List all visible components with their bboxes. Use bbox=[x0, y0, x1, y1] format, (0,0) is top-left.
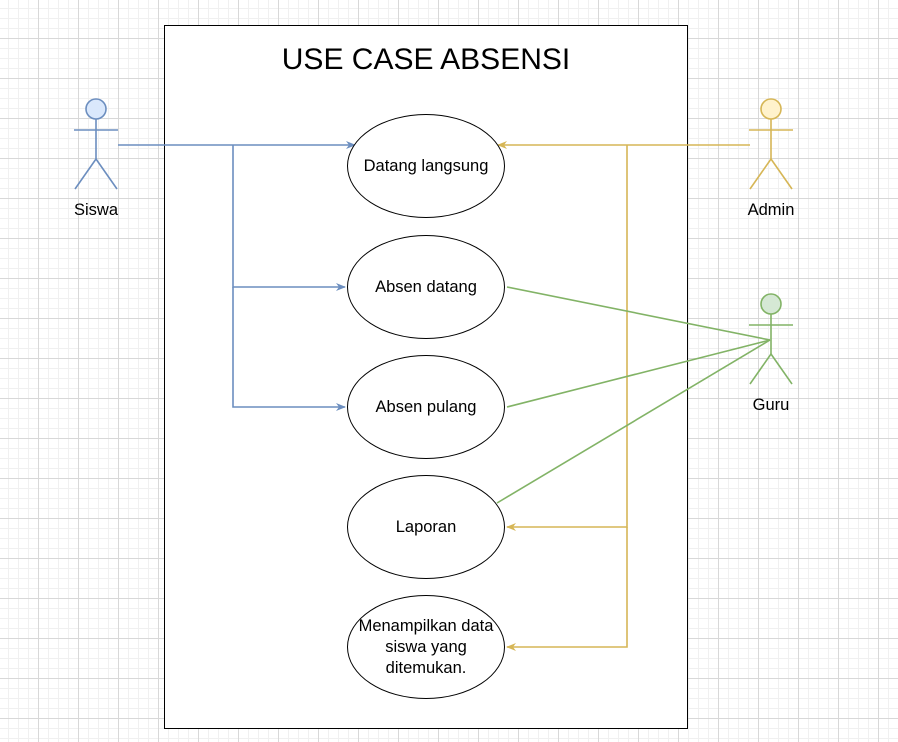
actor-guru-label: Guru bbox=[752, 396, 790, 414]
connector-guru-absen-pulang bbox=[506, 339, 771, 408]
connector-siswa-absen-datang bbox=[232, 145, 346, 291]
usecase-absen-pulang[interactable]: Absen pulang bbox=[347, 355, 505, 459]
usecase-label: Menampilkan data siswa yang ditemukan. bbox=[358, 616, 494, 677]
connector-admin-menampilkan bbox=[506, 527, 628, 651]
usecase-menampilkan-data-siswa[interactable]: Menampilkan data siswa yang ditemukan. bbox=[347, 595, 505, 699]
diagram-title: USE CASE ABSENSI bbox=[281, 43, 571, 76]
actor-siswa-label: Siswa bbox=[73, 201, 118, 219]
connector-guru-laporan bbox=[496, 339, 771, 504]
usecase-datang-langsung[interactable]: Datang langsung bbox=[347, 114, 505, 218]
actor-admin-icon[interactable] bbox=[745, 97, 797, 191]
siswa-connectors bbox=[118, 141, 356, 411]
admin-connectors bbox=[497, 141, 750, 651]
actor-admin-label: Admin bbox=[747, 201, 795, 219]
actor-siswa-icon[interactable] bbox=[70, 97, 122, 191]
connector-admin-laporan bbox=[506, 145, 628, 531]
connector-guru-absen-datang bbox=[506, 286, 771, 341]
actor-guru-icon[interactable] bbox=[745, 292, 797, 386]
usecase-label: Absen pulang bbox=[375, 397, 477, 416]
usecase-absen-datang[interactable]: Absen datang bbox=[347, 235, 505, 339]
guru-connectors bbox=[496, 286, 771, 504]
usecase-label: Datang langsung bbox=[363, 156, 489, 175]
usecase-laporan[interactable]: Laporan bbox=[347, 475, 505, 579]
connector-siswa-absen-pulang bbox=[232, 287, 346, 411]
usecase-label: Laporan bbox=[395, 517, 457, 536]
usecase-label: Absen datang bbox=[375, 277, 477, 296]
